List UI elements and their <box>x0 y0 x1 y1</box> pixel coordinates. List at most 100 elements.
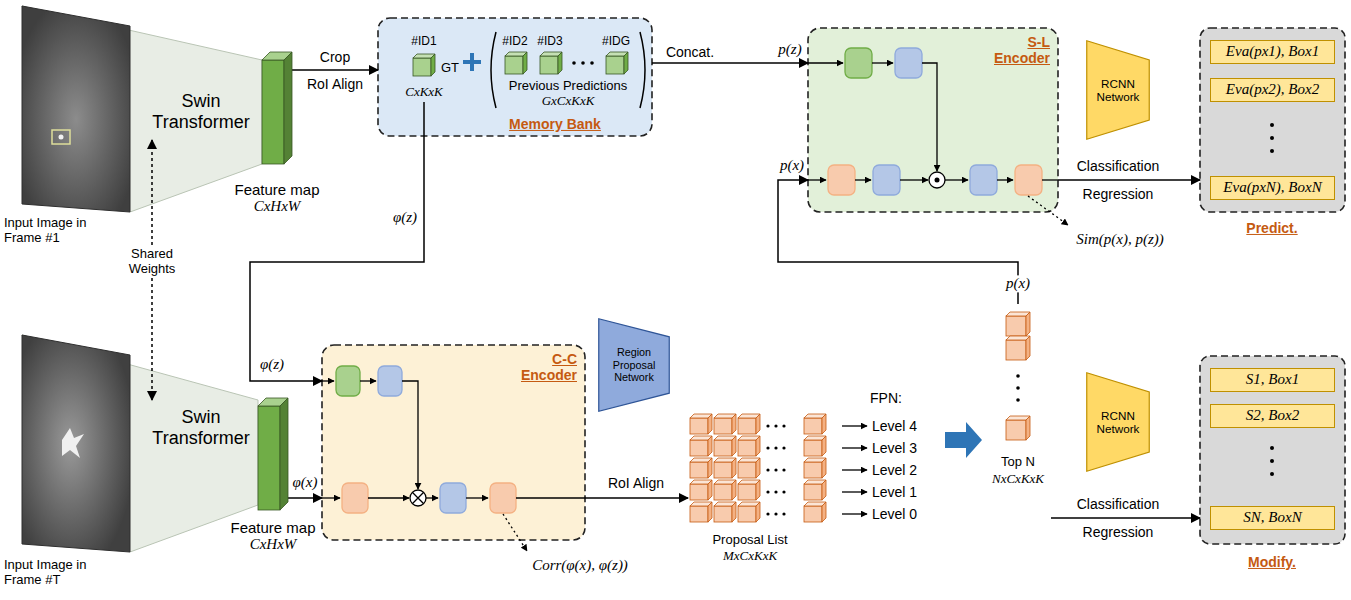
fpn-arrows <box>842 425 867 426</box>
node-text: CxHxW <box>250 536 297 553</box>
input-image <box>22 335 130 552</box>
edge-label: p(x) <box>1004 275 1032 292</box>
node-text: Proposal List <box>712 533 787 548</box>
edge-label: φ(x) <box>293 474 318 491</box>
annotation-label: Level 4 <box>872 418 917 434</box>
node-text: MxCxKxK <box>723 549 777 564</box>
swin-frustum <box>22 6 262 212</box>
prediction-item: Eva(pxN), BoxN <box>1210 176 1335 200</box>
sl-encoder: S-L Encoder <box>808 28 1058 212</box>
container-fill <box>1200 28 1345 212</box>
fpn-arrows <box>842 447 867 448</box>
cc-encoder-blocks <box>378 366 402 396</box>
cc-encoder-blocks <box>516 497 585 498</box>
plus-sign <box>463 53 481 71</box>
cc-encoder-blocks <box>503 514 527 551</box>
cc-encoder-blocks <box>368 497 409 498</box>
sl-encoder-blocks <box>900 179 928 180</box>
cc-encoder-blocks <box>490 483 516 513</box>
sl-encoder-blocks <box>929 172 945 188</box>
select-arrow <box>945 422 982 458</box>
ellipsis-dots <box>1270 446 1274 450</box>
edge-label: Classification <box>1077 496 1159 512</box>
sl-encoder-blocks <box>872 62 893 63</box>
node-text: #ID2 <box>502 35 527 49</box>
sl-encoder-blocks <box>808 179 826 180</box>
node-text: Feature map <box>234 181 319 198</box>
node-text: SN, BoxN <box>1243 509 1301 526</box>
node-text: #IDG <box>602 35 630 49</box>
node-text: Eva(px2), Box2 <box>1226 81 1319 98</box>
backbone-label: Swin Transformer <box>140 400 262 456</box>
ellipsis-dots <box>1270 472 1274 476</box>
cc-encoder-blocks <box>322 366 585 551</box>
feature-map-slab <box>258 398 288 510</box>
annotation-label: FPN: <box>870 390 902 406</box>
sl-encoder-blocks <box>1015 165 1042 195</box>
cc-encoder-blocks <box>412 492 423 503</box>
annotation-label: Sim(p(x), p(z)) <box>1076 231 1163 248</box>
cc-encoder-blocks <box>466 497 488 498</box>
modify-item: S1, Box1 <box>1210 368 1335 392</box>
node-text: Eva(pxN), BoxN <box>1223 179 1321 196</box>
swin-frustum <box>22 6 262 552</box>
feature-map-slab <box>262 52 292 164</box>
modify-item: SN, BoxN <box>1210 506 1335 530</box>
container-fill <box>322 18 1345 544</box>
input-image <box>22 6 130 552</box>
prediction-item: Eva(px2), Box2 <box>1210 78 1335 102</box>
sl-encoder-blocks <box>945 179 968 180</box>
node-text: CxKxK <box>405 85 443 100</box>
node-text: #ID1 <box>411 35 436 49</box>
annotation-label: Input Image in Frame #T <box>4 558 108 588</box>
input-image <box>22 6 130 212</box>
container-fill <box>378 18 652 136</box>
fpn-arrows <box>842 426 867 514</box>
cc-encoder-blocks <box>342 483 368 513</box>
fpn-arrows <box>842 513 867 514</box>
rcnn-head: RCNN Network <box>1086 372 1150 472</box>
node-text: GxCxKxK <box>542 94 595 109</box>
proposal-cubes <box>985 304 1051 526</box>
modify-panel: Modify.S1, Box1S2, Box2SN, BoxN <box>1200 356 1345 544</box>
modify-item: S2, Box2 <box>1210 404 1335 428</box>
prediction-item: Eva(px1), Box1 <box>1210 40 1335 64</box>
node-text: Predict. <box>1246 220 1297 236</box>
cc-encoder-blocks <box>360 380 376 381</box>
connector <box>1058 179 1200 181</box>
feature-map: Feature mapCxHxW <box>262 52 292 164</box>
edge-label: RoI Align <box>608 475 664 491</box>
cc-encoder-blocks <box>426 497 438 498</box>
memory-bank: Memory Bank#ID1GTCxKxK#ID2#ID3#IDGPrevio… <box>378 18 652 136</box>
sl-encoder-blocks <box>855 179 871 180</box>
cc-encoder-blocks <box>322 497 340 498</box>
connector <box>778 180 1018 304</box>
annotation-label: Regression <box>1083 186 1154 202</box>
annotation-label: p(z) <box>778 41 801 58</box>
sl-encoder-blocks <box>922 63 937 171</box>
annotation-label: Level 1 <box>872 484 917 500</box>
sl-encoder-blocks <box>845 48 872 78</box>
annotation-label: RoI Align <box>307 76 363 92</box>
edge-label: φ(z) <box>393 209 417 226</box>
sl-encoder-blocks <box>895 48 922 78</box>
cc-encoder-blocks <box>402 381 418 489</box>
input-image <box>62 428 84 458</box>
node-text: RCNN Network <box>1086 77 1150 104</box>
proposal-cubes <box>688 410 838 526</box>
edge-label: Crop <box>320 49 350 65</box>
rcnn-head: RCNN Network <box>1086 40 1150 140</box>
backbone-label: Swin Transformer <box>140 84 262 140</box>
ellipsis-dots <box>1270 149 1274 153</box>
gt-feature: #ID1GTCxKxK <box>404 54 444 102</box>
sl-encoder-blocks <box>828 165 855 195</box>
annotation-label: Level 2 <box>872 462 917 478</box>
annotation-label: Input Image in Frame #1 <box>4 216 108 246</box>
annotation-label: φ(z) <box>260 356 284 373</box>
annotation-label: Regression <box>1083 524 1154 540</box>
edge-label: Concat. <box>666 44 714 60</box>
ellipsis-dots <box>1270 136 1274 140</box>
node-text: Modify. <box>1248 554 1296 570</box>
cc-encoder: C-C Encoder <box>322 345 585 540</box>
